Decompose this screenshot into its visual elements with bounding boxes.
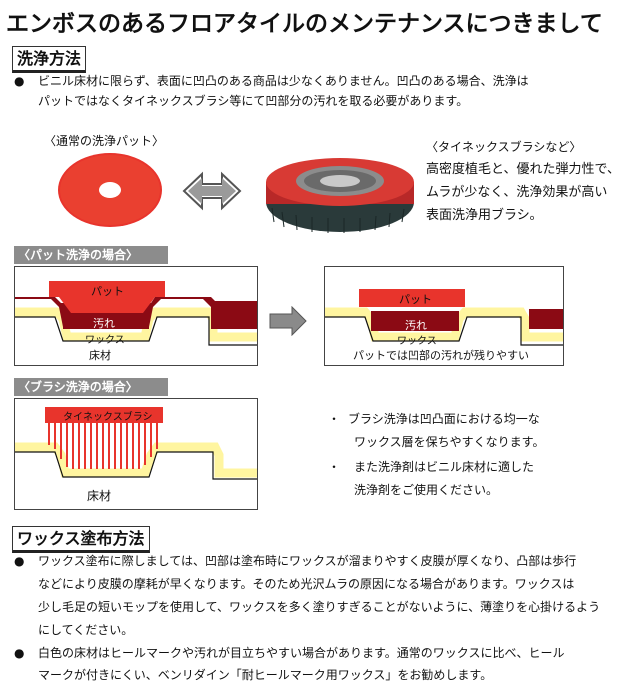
- floor-label-brush: 床材: [87, 489, 112, 503]
- pad-case-label: 〈パット洗浄の場合〉: [14, 246, 168, 264]
- brush-case-diagram: タイネックスブラシ 床材: [14, 398, 258, 510]
- pad-label-before: パット: [91, 285, 124, 298]
- brush-desc-line-1: 高密度植毛と、優れた弾力性で、: [426, 162, 620, 177]
- brush-note-1-mark: ・: [328, 412, 341, 426]
- wax-heading: ワックス塗布方法: [12, 526, 150, 553]
- cleaning-intro-line-2: パットではなくタイネックスブラシ等にて凹部分の汚れを取る必要があります。: [38, 94, 469, 108]
- brush-note-2-mark: ・: [328, 460, 341, 474]
- pad-case-after-diagram: パット 汚れ ワックス パットでは凹部の汚れが残りやすい: [324, 266, 564, 366]
- tynex-brush-image: [266, 158, 414, 233]
- right-arrow-icon: [269, 306, 307, 336]
- pad-caption: 〈通常の洗浄パット〉: [44, 134, 165, 148]
- floor-label-before: 床材: [89, 349, 111, 362]
- brush-desc-line-3: 表面洗浄用ブラシ。: [426, 208, 543, 223]
- brush-desc-line-2: ムラが少なく、洗浄効果が高い: [426, 185, 608, 200]
- double-arrow-icon: [182, 171, 242, 211]
- dirt-label-before: 汚れ: [93, 317, 115, 330]
- wax-para2-line-2: マークが付きにくい、ベンリダイン「耐ヒールマーク用ワックス」をお勧めします。: [38, 668, 493, 682]
- brush-label: タイネックスブラシ: [63, 412, 153, 423]
- wax-para1-line-3: 少し毛足の短いモップを使用して、ワックスを多く塗りすぎることがないように、薄塗り…: [38, 600, 601, 614]
- wax-para1-line-4: にしてください。: [38, 623, 134, 637]
- brush-caption: 〈タイネックスブラシなど〉: [426, 140, 582, 154]
- cleaning-bullet: ●: [14, 74, 25, 88]
- pad-label-after: パット: [399, 293, 432, 306]
- wax-label-before: ワックス: [85, 335, 125, 346]
- wax-para1-line-1: ワックス塗布に際しましては、凹部は塗布時にワックスが溜まりやすく皮膜が厚くなり、…: [38, 554, 577, 568]
- after-note: パットでは凹部の汚れが残りやすい: [353, 349, 529, 362]
- brush-case-label: 〈ブラシ洗浄の場合〉: [14, 378, 168, 396]
- pad-case-before-diagram: パット 汚れ ワックス 床材: [14, 266, 258, 366]
- wax-para2-line-1: 白色の床材はヒールマークや汚れが目立ちやすい場合があります。通常のワックスに比べ…: [38, 646, 565, 660]
- wax-bullet-2: ●: [14, 646, 25, 660]
- page-title: エンボスのあるフロアタイルのメンテナンスにつきまして: [6, 11, 603, 37]
- wax-label-after: ワックス: [397, 336, 437, 347]
- cleaning-intro-line-1: ビニル床材に限らず、表面に凹凸のある商品は少なくありません。凹凸のある場合、洗浄…: [38, 74, 529, 88]
- cleaning-pad-image: [58, 153, 162, 227]
- cleaning-heading: 洗浄方法: [12, 46, 87, 73]
- wax-bullet-1: ●: [14, 554, 25, 568]
- dirt-label-after: 汚れ: [405, 319, 427, 332]
- brush-note-2-line-2: 洗浄剤をご使用ください。: [354, 483, 499, 497]
- brush-note-1-line-2: ワックス層を保ちやすくなります。: [354, 435, 545, 449]
- brush-note-1-line-1: ブラシ洗浄は凹凸面における均一な: [348, 412, 540, 426]
- brush-note-2-line-1: また洗浄剤はビニル床材に適した: [354, 460, 535, 474]
- wax-para1-line-2: などにより皮膜の摩耗が早くなります。そのため光沢ムラの原因になる場合があります。…: [38, 577, 575, 591]
